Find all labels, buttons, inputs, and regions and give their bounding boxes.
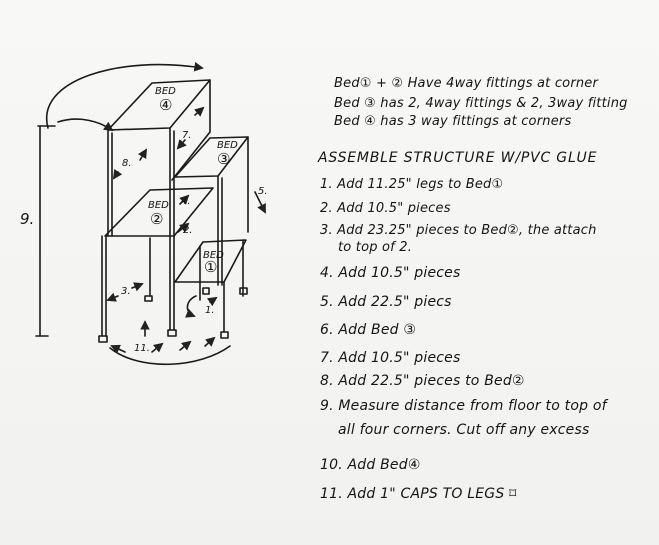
step-item: 6. Add Bed ③	[320, 322, 417, 338]
bed1-number: ①	[204, 258, 218, 276]
arrow-7	[194, 106, 205, 117]
step-item: 2. Add 10.5" pieces	[320, 201, 451, 216]
step-item: 3. Add 23.25" pieces to Bed②, the attach	[320, 223, 597, 238]
step-item: 9. Measure distance from floor to top of	[320, 398, 607, 414]
step-item-continued: all four corners. Cut off any excess	[338, 422, 590, 438]
arrow-1b	[206, 296, 218, 307]
step-item: 10. Add Bed④	[320, 457, 421, 473]
arrow-1	[185, 295, 197, 318]
bed2-label: BED	[148, 200, 169, 211]
step-label-8: 8.	[122, 158, 132, 169]
arrow-4	[179, 194, 190, 205]
bed1-label: BED	[203, 250, 224, 261]
step-item: 7. Add 10.5" pieces	[320, 350, 461, 366]
step-item: 8. Add 22.5" pieces to Bed②	[320, 373, 525, 389]
leg-cap	[98, 335, 108, 343]
step-item-continued: to top of 2.	[338, 240, 413, 255]
note-line: Bed ③ has 2, 4way fittings & 2, 3way fit…	[334, 96, 628, 111]
step-label-11: 11.	[134, 343, 150, 354]
step-label-1: 1.	[205, 305, 215, 316]
bed3-label: BED	[217, 140, 238, 151]
steps-title: ASSEMBLE STRUCTURE W/PVC GLUE	[318, 150, 598, 166]
leg-cap	[144, 295, 153, 302]
arrow-3b	[131, 282, 144, 292]
bed1-top	[174, 239, 247, 283]
arrow-2	[177, 222, 190, 233]
arch-arrow	[45, 62, 204, 129]
bed4-label: BED	[155, 86, 176, 97]
arrow-11c	[179, 340, 192, 351]
arch-arrow-inner	[57, 118, 114, 132]
bed4-number: ④	[159, 96, 173, 114]
step-item: 4. Add 10.5" pieces	[320, 265, 461, 281]
note-line: Bed ④ has 3 way fittings at corners	[334, 114, 572, 129]
step-label-2: 2.	[183, 225, 193, 236]
arrow-8	[112, 168, 123, 180]
bed4-side	[171, 79, 211, 181]
step-item: 1. Add 11.25" legs to Bed①	[320, 177, 504, 192]
bed2-top	[104, 187, 214, 237]
note-line: Bed① + ② Have 4way fittings at corner	[334, 76, 599, 91]
leg-cap	[202, 287, 210, 295]
leg-cap	[239, 287, 248, 295]
step-label-9: 9.	[20, 210, 35, 228]
arrow-8b	[137, 148, 147, 161]
bed2-number: ②	[150, 210, 164, 228]
arrow-11a	[110, 344, 126, 354]
arrow-11b	[151, 342, 164, 353]
step-label-3: 3.	[121, 286, 131, 297]
arrow-3	[106, 292, 119, 302]
arrow-11d	[204, 336, 216, 347]
step-label-5: 5.	[258, 186, 268, 197]
step-item: 11. Add 1" CAPS TO LEGS ⌑	[320, 486, 517, 502]
leg-cap	[167, 329, 177, 337]
step-label-4: 4.	[181, 196, 191, 207]
arrow-7b	[176, 139, 187, 150]
cap-arc	[109, 345, 231, 366]
step-item: 5. Add 22.5" piecs	[320, 294, 452, 310]
arrow-5	[254, 191, 266, 214]
step-label-7: 7.	[182, 130, 192, 141]
bed3-number: ③	[217, 150, 231, 168]
leg-cap	[220, 331, 229, 339]
